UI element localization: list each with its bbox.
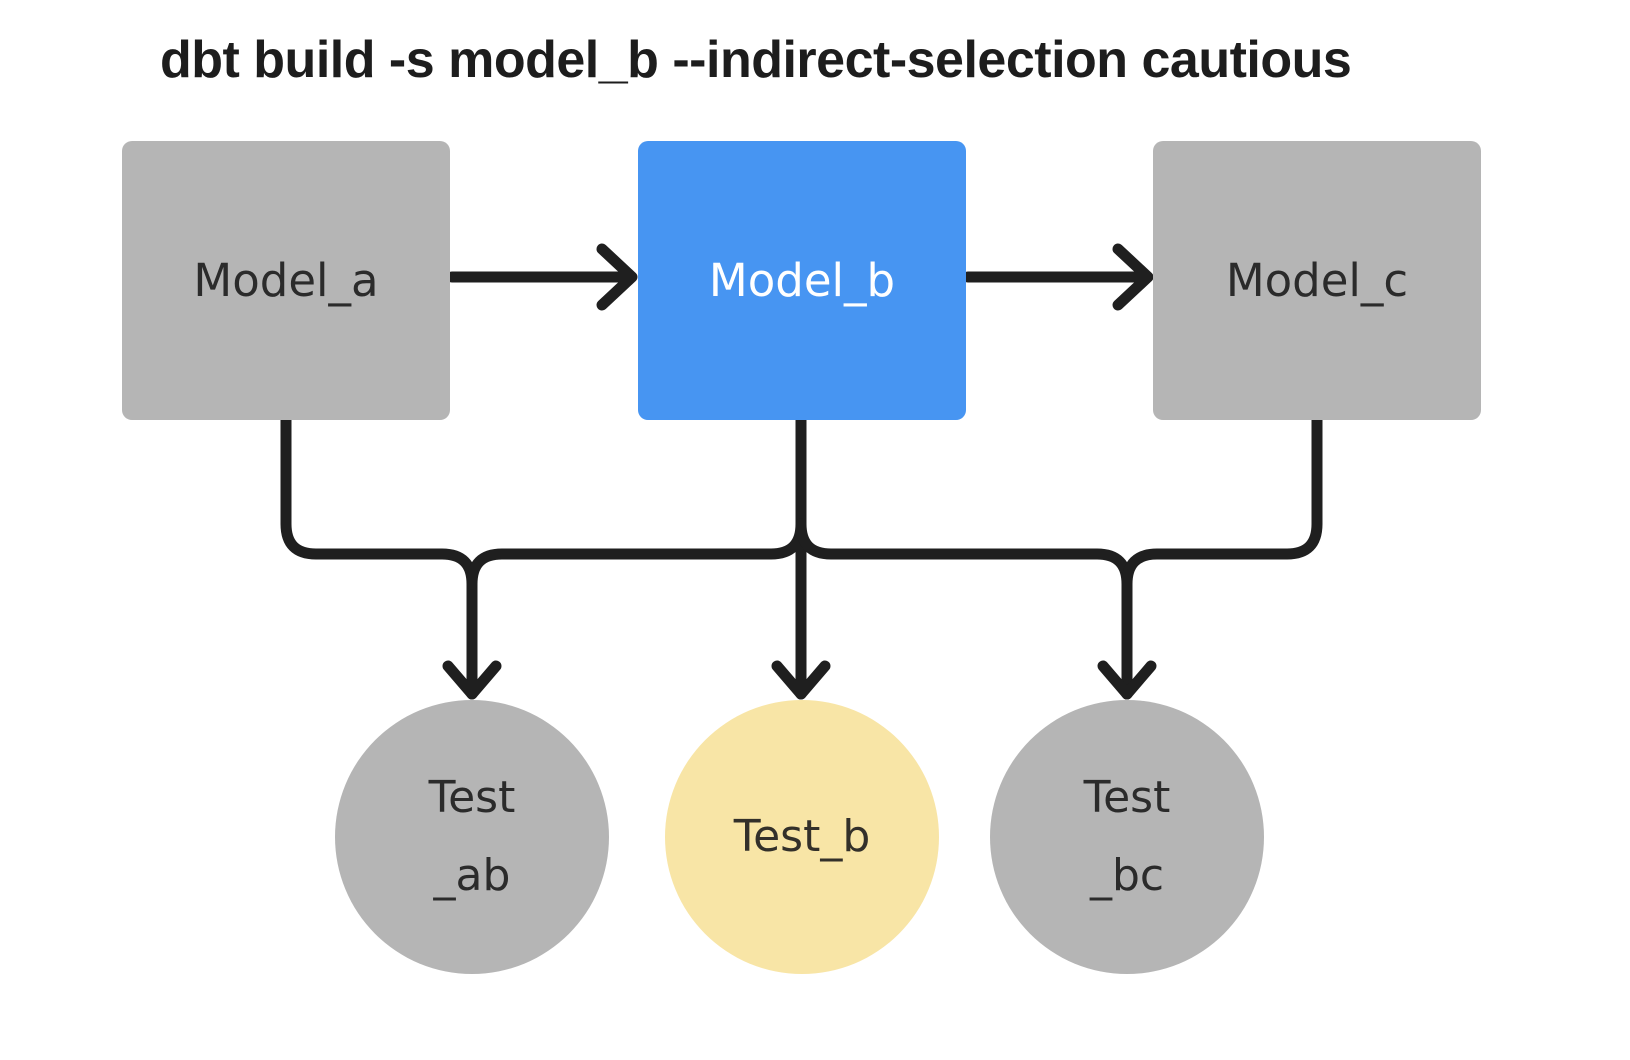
node-model-c-label: Model_c: [1225, 254, 1409, 307]
node-test-ab: Test _ab: [335, 700, 609, 974]
node-test-ab-label-line1: Test: [428, 771, 516, 823]
diagram-title: dbt build -s model_b --indirect-selectio…: [160, 31, 1352, 89]
node-model-a-label: Model_a: [193, 254, 379, 307]
node-model-b-label: Model_b: [708, 254, 896, 307]
edge-model-c-to-test-bc: [1121, 413, 1323, 700]
arrowhead-test-bc-icon: [1097, 660, 1157, 700]
edge-group: [280, 243, 1323, 700]
node-test-bc: Test _bc: [990, 700, 1264, 974]
node-test-bc-label-line1: Test: [1083, 771, 1171, 823]
node-test-b: Test_b: [665, 700, 939, 974]
node-model-a: Model_a: [122, 141, 450, 420]
edge-model-a-to-test-ab: [280, 413, 478, 700]
node-test-b-label: Test_b: [733, 810, 871, 862]
node-model-c: Model_c: [1153, 141, 1481, 420]
arrowhead-test-ab-icon: [442, 660, 502, 700]
edge-model-a-to-model-b: [446, 243, 638, 311]
edge-model-b-to-test-bc: [795, 518, 1133, 700]
node-test-ab-label-line2: _ab: [433, 850, 511, 901]
arrowhead-test-b-icon: [771, 660, 831, 700]
edge-model-b-to-model-c: [962, 243, 1154, 311]
edge-model-b-to-test-ab: [466, 518, 807, 590]
node-test-bc-label-line2: _bc: [1089, 850, 1165, 901]
node-model-b: Model_b: [638, 141, 966, 420]
